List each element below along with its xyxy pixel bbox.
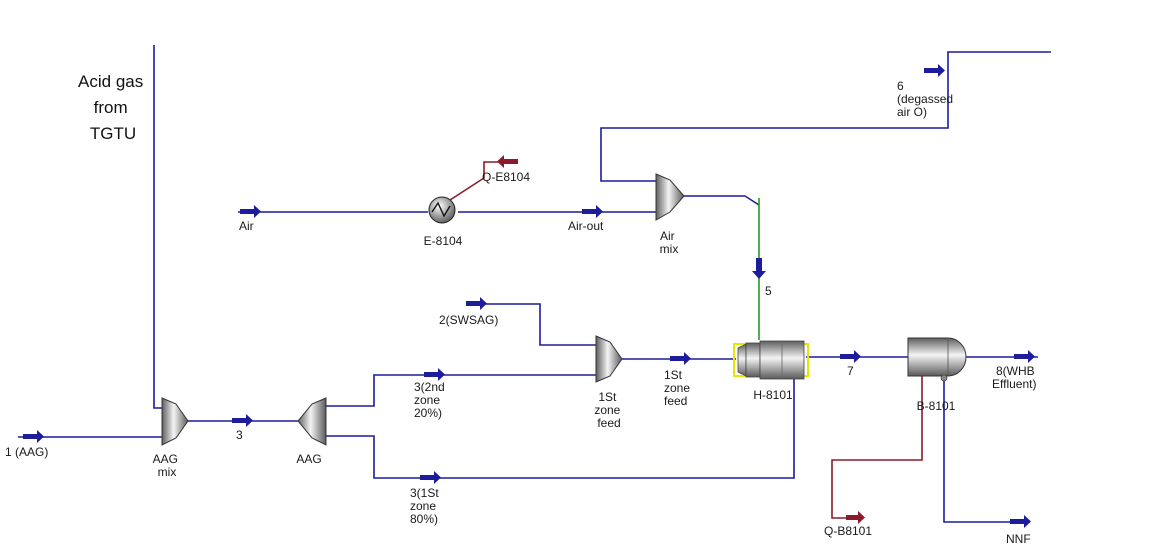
aag-mix-mixer[interactable] [161, 397, 189, 446]
stream-label-air: Air [239, 219, 254, 233]
stream-label-6-degassed: 6 (degassed air O) [897, 79, 956, 119]
unit-label-1st-zone-feed: 1St zone feed [594, 390, 623, 430]
arrow-icon [232, 414, 253, 427]
stream-label-q-b8101: Q-B8101 [824, 524, 872, 538]
stream-6-degassed-air[interactable] [600, 51, 1051, 182]
aag-splitter[interactable] [297, 397, 327, 446]
e8104-heater[interactable] [428, 196, 456, 224]
arrow-icon [752, 258, 766, 279]
unit-label-b8101: B-8101 [917, 399, 956, 413]
unit-label-e8104: E-8104 [424, 234, 463, 248]
air-mix-mixer[interactable] [655, 173, 685, 221]
stream-label-3-1st-zone: 3(1St zone 80%) [410, 486, 442, 526]
stream-air-mix-outlet[interactable] [684, 195, 760, 206]
unit-label-aag-mix: AAG mix [153, 452, 182, 479]
stream-label-1-aag: 1 (AAG) [5, 445, 48, 459]
stream-arrows [23, 64, 1035, 528]
unit-label-air-mix: Air mix [660, 229, 679, 256]
stream-label-3: 3 [236, 428, 243, 442]
stream-label-2-swsag: 2(SWSAG) [439, 313, 498, 327]
unit-label-h8101: H-8101 [753, 388, 793, 402]
stream-nnf[interactable] [943, 376, 1030, 523]
stream-q-b8101[interactable] [831, 376, 923, 519]
b8101-waste-heat-boiler[interactable] [907, 337, 967, 382]
stream-3-2nd-zone[interactable] [326, 374, 596, 407]
acid-gas-annotation: Acid gas from TGTU [78, 72, 148, 143]
stream-acid-gas-tgtu[interactable] [153, 45, 162, 409]
energy-arrow-icon [846, 511, 865, 524]
arrow-icon [924, 64, 945, 77]
stream-label-5: 5 [765, 284, 772, 298]
stream-label-8-whb: 8(WHB Effluent) [992, 364, 1038, 391]
h8101-reaction-furnace[interactable] [733, 340, 809, 380]
stream-label-q-e8104: Q-E8104 [482, 170, 530, 184]
arrow-icon [466, 297, 487, 310]
stream-3-1st-zone[interactable] [326, 372, 795, 479]
stream-label-nnf: NNF [1006, 532, 1031, 546]
stream-label-7: 7 [847, 364, 854, 378]
arrow-icon [424, 368, 445, 381]
stream-label-3-2nd-zone: 3(2nd zone 20%) [414, 380, 448, 420]
stream-2-swsag[interactable] [466, 303, 596, 346]
unit-label-aag: AAG [296, 452, 321, 466]
arrow-icon [240, 205, 261, 218]
energy-arrows [497, 155, 865, 524]
arrow-icon [1010, 515, 1031, 528]
arrow-icon [670, 352, 691, 365]
arrow-icon [840, 350, 861, 363]
stream-label-1st-zone-feed: 1St zone feed [664, 368, 693, 408]
arrow-icon [1014, 350, 1035, 363]
stream-label-air-out: Air-out [568, 219, 604, 233]
energy-arrow-icon [497, 155, 518, 168]
first-zone-feed-mixer[interactable] [595, 335, 623, 383]
arrow-icon [582, 205, 603, 218]
arrow-icon [23, 430, 44, 443]
arrow-icon [420, 471, 441, 484]
